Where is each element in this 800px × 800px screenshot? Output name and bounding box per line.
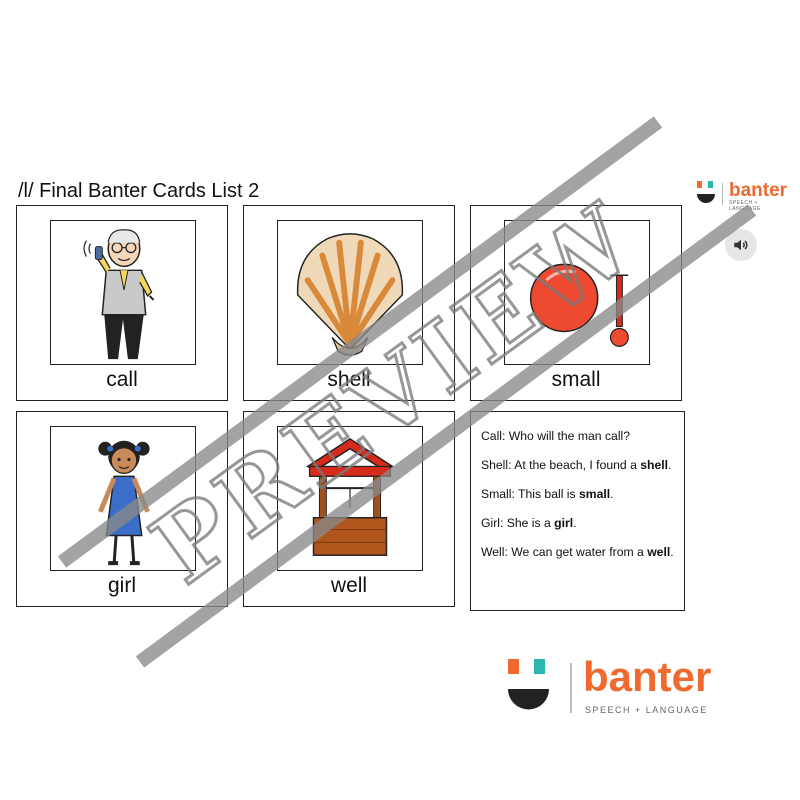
logo-divider bbox=[570, 663, 572, 713]
page-title: /l/ Final Banter Cards List 2 bbox=[18, 180, 260, 202]
water-well-icon bbox=[306, 437, 394, 556]
girl-icon bbox=[98, 440, 150, 566]
card-word: call bbox=[106, 368, 138, 391]
card-word: shell bbox=[327, 368, 371, 391]
brand-tagline: SPEECH + LANGUAGE bbox=[585, 705, 708, 715]
small-ball-icon bbox=[529, 263, 629, 347]
card-word: small bbox=[551, 368, 601, 391]
card-call[interactable]: call bbox=[16, 205, 228, 401]
card-shell[interactable]: shell bbox=[243, 205, 455, 401]
man-on-phone-icon bbox=[83, 229, 155, 360]
audio-button[interactable] bbox=[725, 229, 757, 261]
card-picture bbox=[504, 220, 650, 365]
card-word: girl bbox=[107, 574, 136, 597]
card-picture bbox=[50, 220, 196, 365]
sentence-shell: Shell: At the beach, I found a shell. bbox=[481, 458, 672, 472]
banter-mark-icon bbox=[508, 659, 549, 710]
speaker-icon bbox=[734, 239, 748, 251]
card-picture bbox=[277, 220, 423, 365]
logo-divider bbox=[722, 183, 723, 205]
brand-logo-large: banter SPEECH + LANGUAGE bbox=[505, 653, 735, 720]
sentence-small: Small: This ball is small. bbox=[481, 487, 614, 501]
card-small[interactable]: small bbox=[470, 205, 682, 401]
brand-name: banter bbox=[729, 180, 788, 201]
card-girl[interactable]: girl bbox=[16, 411, 228, 607]
card-word: well bbox=[330, 574, 368, 597]
sentences-card: Call: Who will the man call? Shell: At t… bbox=[470, 411, 685, 611]
card-picture bbox=[277, 426, 423, 571]
seashell-icon bbox=[296, 233, 404, 356]
brand-logo-small: banter SPEECH + LANGUAGE bbox=[695, 180, 790, 212]
sentence-well: Well: We can get water from a well. bbox=[481, 545, 674, 559]
sentence-call: Call: Who will the man call? bbox=[481, 429, 631, 443]
brand-tagline: SPEECH + LANGUAGE bbox=[729, 200, 761, 212]
brand-name: banter bbox=[583, 653, 712, 700]
banter-mark-icon bbox=[697, 181, 715, 203]
sentence-girl: Girl: She is a girl. bbox=[481, 516, 577, 530]
card-picture bbox=[50, 426, 196, 571]
card-well[interactable]: well bbox=[243, 411, 455, 607]
